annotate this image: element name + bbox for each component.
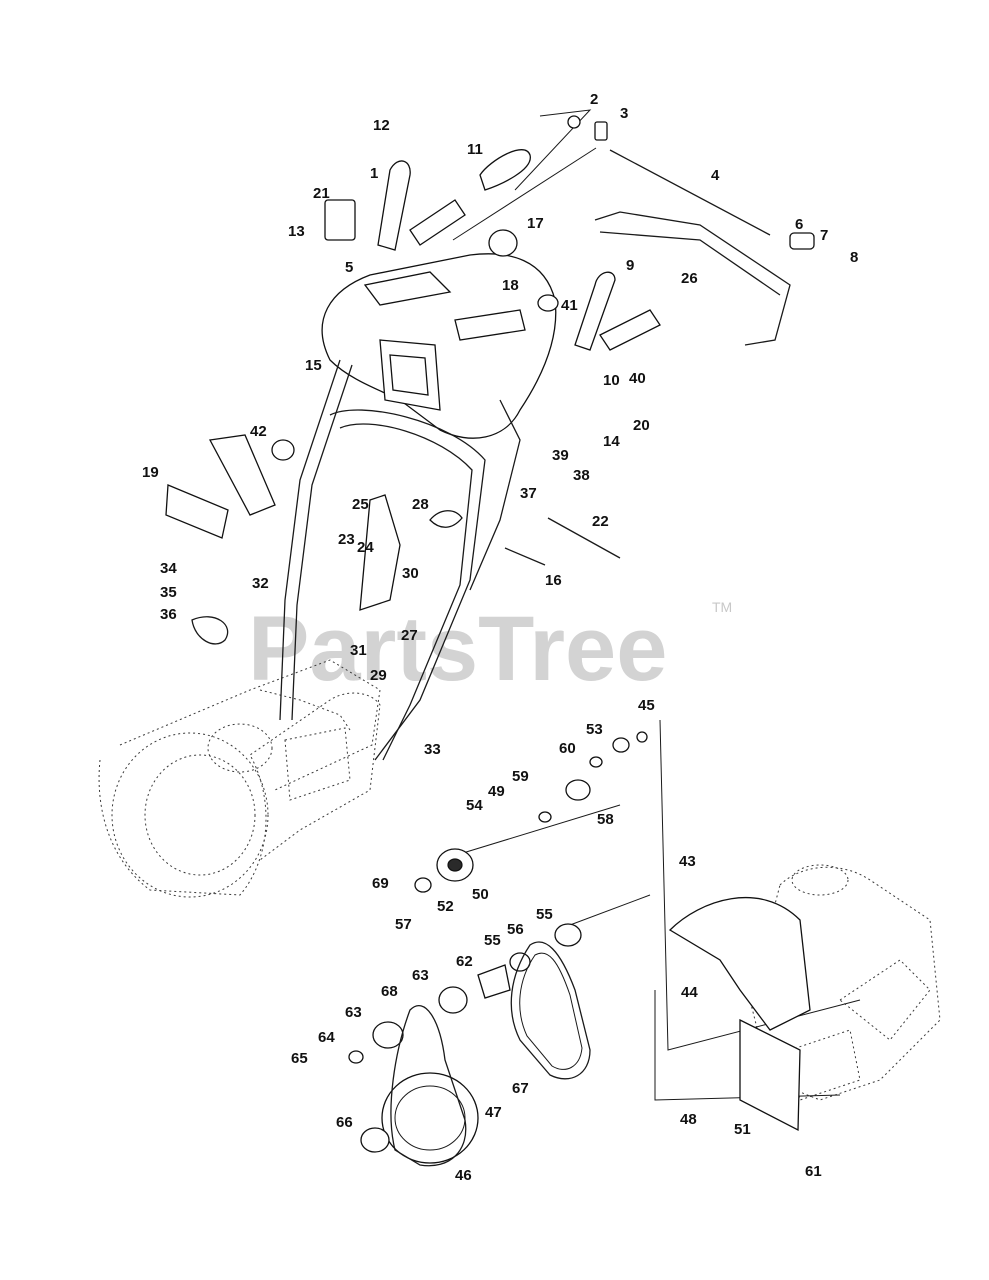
callout-7: 7 — [820, 227, 828, 244]
handle-assembly — [165, 115, 815, 761]
callout-45: 45 — [638, 697, 655, 714]
callout-33: 33 — [424, 741, 441, 758]
callout-40: 40 — [629, 370, 646, 387]
callout-21: 21 — [313, 185, 330, 202]
callout-11: 11 — [467, 141, 483, 158]
callout-67: 67 — [512, 1080, 529, 1097]
callout-69: 69 — [372, 875, 389, 892]
callout-50: 50 — [472, 886, 489, 903]
callout-27: 27 — [401, 627, 418, 644]
callout-5: 5 — [345, 259, 353, 276]
engine — [749, 864, 941, 1101]
callout-25: 25 — [352, 496, 369, 513]
callout-20: 20 — [633, 417, 650, 434]
callout-15: 15 — [305, 357, 322, 374]
callout-37: 37 — [520, 485, 537, 502]
callout-30: 30 — [402, 565, 419, 582]
callout-60: 60 — [559, 740, 576, 757]
callout-43: 43 — [679, 853, 696, 870]
callout-61: 61 — [805, 1163, 822, 1180]
callout-58: 58 — [597, 811, 614, 828]
callout-32: 32 — [252, 575, 269, 592]
callout-34: 34 — [160, 560, 177, 577]
auger-housing — [98, 659, 381, 898]
callout-64: 64 — [318, 1029, 335, 1046]
callout-51: 51 — [734, 1121, 751, 1138]
callout-63: 63 — [345, 1004, 362, 1021]
callout-63: 63 — [412, 967, 429, 984]
callout-18: 18 — [502, 277, 519, 294]
callout-14: 14 — [603, 433, 620, 450]
callout-62: 62 — [456, 953, 473, 970]
watermark: PartsTree TM — [248, 598, 732, 700]
callout-1: 1 — [370, 165, 378, 182]
callout-6: 6 — [795, 216, 803, 233]
callout-68: 68 — [381, 983, 398, 1000]
callout-54: 54 — [466, 797, 483, 814]
callout-55: 55 — [536, 906, 553, 923]
watermark-text: PartsTree — [248, 598, 667, 700]
callout-28: 28 — [412, 496, 429, 513]
callout-13: 13 — [288, 223, 305, 240]
callout-44: 44 — [681, 984, 698, 1001]
callout-23: 23 — [338, 531, 355, 548]
callout-56: 56 — [507, 921, 524, 938]
callout-48: 48 — [680, 1111, 697, 1128]
callout-10: 10 — [603, 372, 620, 389]
callout-31: 31 — [350, 642, 367, 659]
callout-59: 59 — [512, 768, 529, 785]
callout-19: 19 — [142, 464, 159, 481]
callout-12: 12 — [373, 117, 390, 134]
callout-35: 35 — [160, 584, 177, 601]
callout-24: 24 — [357, 539, 374, 556]
callout-42: 42 — [250, 423, 267, 440]
callout-16: 16 — [545, 572, 562, 589]
callout-39: 39 — [552, 447, 569, 464]
callout-49: 49 — [488, 783, 505, 800]
callout-3: 3 — [620, 105, 628, 122]
callout-52: 52 — [437, 898, 454, 915]
callout-53: 53 — [586, 721, 603, 738]
callout-17: 17 — [527, 215, 544, 232]
callout-22: 22 — [592, 513, 609, 530]
watermark-trademark: TM — [712, 599, 732, 615]
callout-46: 46 — [455, 1167, 472, 1184]
callout-38: 38 — [573, 467, 590, 484]
callout-4: 4 — [711, 167, 720, 184]
callout-47: 47 — [485, 1104, 502, 1121]
callout-8: 8 — [850, 249, 858, 266]
callout-26: 26 — [681, 270, 698, 287]
drive-assembly — [348, 731, 811, 1167]
callout-41: 41 — [561, 297, 578, 314]
callout-9: 9 — [626, 257, 634, 274]
callout-2: 2 — [590, 91, 598, 108]
callout-65: 65 — [291, 1050, 308, 1067]
callout-29: 29 — [370, 667, 387, 684]
callout-36: 36 — [160, 606, 177, 623]
callout-55: 55 — [484, 932, 501, 949]
callout-66: 66 — [336, 1114, 353, 1131]
callout-57: 57 — [395, 916, 412, 933]
